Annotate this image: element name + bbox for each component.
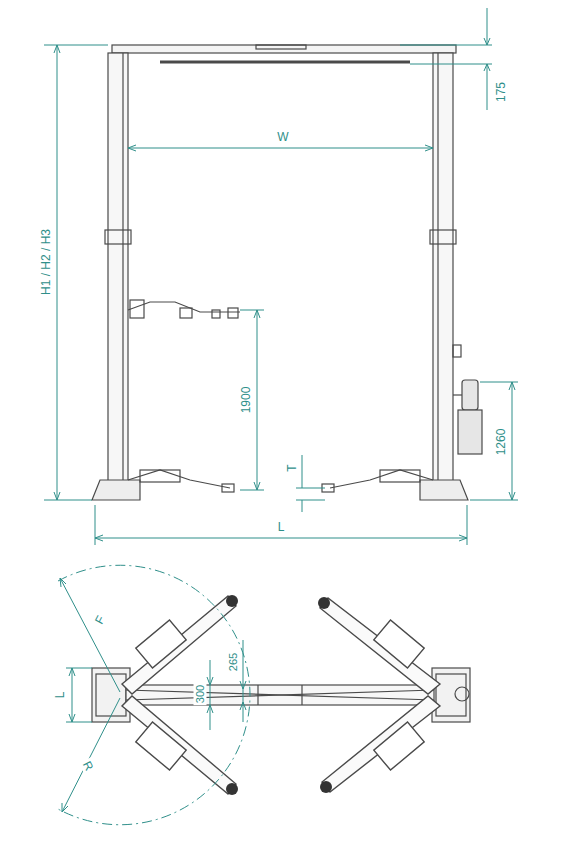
dimension-label: T <box>285 462 299 473</box>
dimension-label: 1260 <box>494 427 508 458</box>
dimension-label: H1 / H2 / H3 <box>39 227 53 297</box>
dimension-label: F <box>91 612 109 629</box>
dimension-label: W <box>275 130 290 144</box>
dimension-label: L <box>276 520 287 534</box>
dimension-label: 1900 <box>239 385 253 416</box>
dimension-label: 300 <box>194 683 207 705</box>
dimension-label: L <box>53 690 67 701</box>
dimension-label: 265 <box>227 651 240 673</box>
dimension-label: R <box>79 757 97 775</box>
dimension-label: 175 <box>494 80 508 104</box>
